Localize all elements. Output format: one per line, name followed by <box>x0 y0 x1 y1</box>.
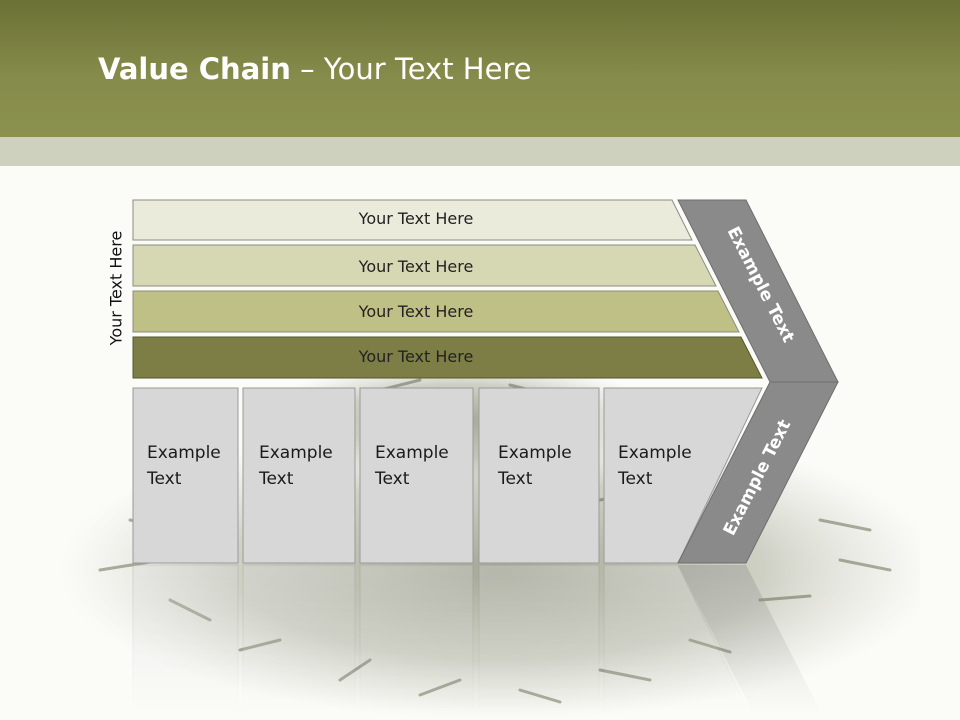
bar-4-shape <box>132 336 763 379</box>
box-4 <box>478 387 600 564</box>
title-rest: – Your Text Here <box>290 52 532 86</box>
box-5-line1: Example <box>618 443 692 463</box>
box-1 <box>132 387 239 564</box>
slide-title: Value Chain – Your Text Here <box>98 52 532 86</box>
bar-3-shape <box>132 290 740 333</box>
bar-3: Your Text Here <box>132 290 740 333</box>
box-3-line1: Example <box>375 443 449 463</box>
chevron-arrow: Example Text Example Text <box>677 199 839 564</box>
bar-1-label: Your Text Here <box>358 209 474 228</box>
header-band <box>0 137 960 166</box>
bar-2-label: Your Text Here <box>358 257 474 276</box>
reflection <box>132 564 825 720</box>
box-4-line2: Text <box>497 469 533 489</box>
box-2-line2: Text <box>258 469 294 489</box>
box-2 <box>242 387 356 564</box>
boxes: Example Text Example Text Example Text E… <box>132 387 763 564</box>
bar-1-shape <box>132 199 693 241</box>
bar-2: Your Text Here <box>132 244 717 287</box>
box-1-line2: Text <box>146 469 182 489</box>
bar-3-label: Your Text Here <box>358 302 474 321</box>
bar-4: Your Text Here <box>132 336 763 379</box>
box-3-line2: Text <box>374 469 410 489</box>
bar-1: Your Text Here <box>132 199 693 241</box>
header-banner <box>0 0 960 137</box>
chevron-lower <box>677 381 839 564</box>
title-bold: Value Chain <box>98 52 291 86</box>
bar-4-label: Your Text Here <box>358 347 474 366</box>
box-1-line1: Example <box>147 443 221 463</box>
box-5-line2: Text <box>617 469 653 489</box>
box-3 <box>359 387 474 564</box>
bar-2-shape <box>132 244 717 287</box>
box-4-line1: Example <box>498 443 572 463</box>
box-2-line1: Example <box>259 443 333 463</box>
